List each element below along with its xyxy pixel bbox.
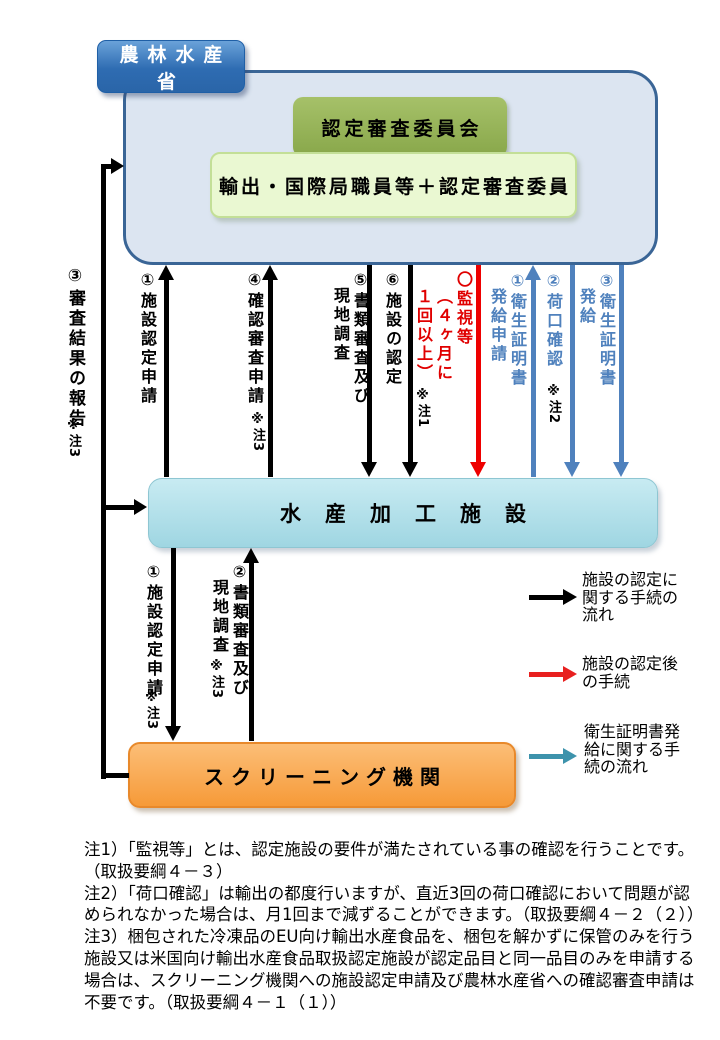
arrow-health-certificate-issuance-down xyxy=(613,265,629,477)
label-cargo-check: ②荷口確認 xyxy=(544,271,563,369)
report-branch-segment xyxy=(101,505,135,510)
legend-black-label: 施設の認定に関する手続の流れ xyxy=(582,570,679,624)
certification-committee-box: 認定審査委員会 xyxy=(293,97,507,157)
report-arrowhead-to-maff xyxy=(111,158,124,174)
arrow-document-examination-site-survey-from-screening xyxy=(243,548,259,741)
export-bureau-staff-box: 輸出・国際局職員等＋認定審査委員 xyxy=(210,152,577,218)
footnote-2: 注2）「荷口確認」は輸出の都度行いますが、直近3回の荷口確認において問題が認めら… xyxy=(84,883,704,925)
legend-red-label: 施設の認定後の手続 xyxy=(582,654,679,691)
arrow-monitoring-down xyxy=(470,265,486,477)
report-line-vertical xyxy=(101,164,106,779)
arrow-cargo-check-down xyxy=(564,265,580,477)
arrow-facility-certification-application-up xyxy=(158,265,174,477)
legend-black-arrow-icon xyxy=(529,589,577,605)
note-ref-3: ※注3 xyxy=(66,418,81,459)
label-document-examination-site-survey-lower: ②書類審査及び 現地調査 xyxy=(210,562,249,698)
label-facility-certification: ⑥施設の認定 xyxy=(383,270,402,387)
label-facility-certification-application: ①施設認定申請 xyxy=(138,270,157,406)
label-examination-result-report: ③審査結果の報告 xyxy=(65,266,85,429)
report-line-top-segment xyxy=(101,164,113,169)
footnote-3: 注3）梱包された冷凍品のEU向け輸出水産食品を、梱包を解かずに保管のみを行う施設… xyxy=(84,927,695,1012)
label-health-certificate-issuance: ③衛生証明書 発給 xyxy=(577,271,616,388)
report-arrowhead-to-facility xyxy=(134,499,147,515)
legend-red-arrow-icon xyxy=(529,666,577,682)
label-health-certificate-application: ①衛生証明書 発給申請 xyxy=(488,271,527,388)
note-ref-3: ※注3 xyxy=(144,690,159,731)
label-document-examination-site-survey: ⑤書類審査及び 現地調査 xyxy=(331,270,370,406)
fishery-processing-facility-box: 水産加工施設 xyxy=(148,478,658,548)
arrow-confirmation-examination-application-up xyxy=(262,265,278,477)
footnote-1: 注1）「監視等」とは、認定施設の要件が満たされている事の確認を行うことです。（取… xyxy=(84,840,695,881)
note-ref-1: ※注1 xyxy=(415,388,430,429)
label-monitoring: 〇監視等 （４ヶ月に １回以上） xyxy=(414,271,473,383)
legend-teal-arrow-icon xyxy=(529,748,577,764)
screening-organization-box: スクリーニング機関 xyxy=(128,742,516,808)
note-ref-2: ※注2 xyxy=(546,384,561,425)
arrow-document-examination-site-survey-down xyxy=(361,265,377,477)
note-ref-3: ※注3 xyxy=(250,412,265,453)
legend-teal-label: 衛生証明書発給に関する手続の流れ xyxy=(584,722,681,776)
arrow-facility-certification-down xyxy=(402,265,418,477)
arrow-facility-certification-application-to-screening xyxy=(165,548,181,741)
note-ref-3: ※注3 xyxy=(209,659,224,700)
arrow-health-certificate-application-up xyxy=(525,265,541,477)
label-facility-certification-application-lower: ①施設認定申請 xyxy=(144,562,163,698)
footnotes: 注1）「監視等」とは、認定施設の要件が満たされている事の確認を行うことです。（取… xyxy=(84,839,706,1013)
maff-box-label: 農林水産省 xyxy=(97,40,245,93)
report-line-bottom-segment xyxy=(101,773,129,778)
label-confirmation-examination-application: ④確認審査申請 xyxy=(245,270,264,406)
